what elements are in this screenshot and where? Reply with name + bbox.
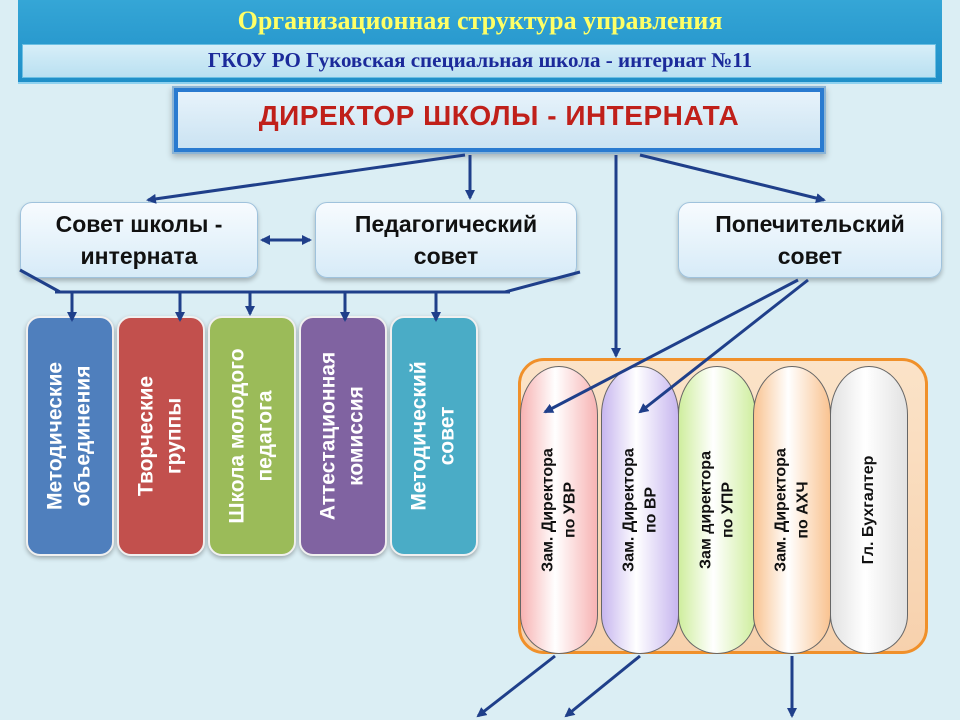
trustee-council-box: Попечительский совет [678,202,942,278]
pedagogical-council-line1: Педагогический [354,210,538,237]
pedagogical-council-line2: совет [413,243,479,269]
arrow-trustee-vr [638,278,809,414]
director-box [172,86,826,154]
school-council-box: Совет школы - интерната [20,202,258,278]
subtitle-box [22,44,936,78]
school-council-line2: интерната [80,243,198,269]
arrow-director-trustee [639,153,826,203]
arrow-director-school-council [146,153,466,204]
bracket-right [504,270,581,294]
page-title: Организационная структура управления [237,6,723,35]
bracket-left [19,268,61,294]
arrow-bottom-1 [476,654,556,718]
arrow-bottom-2 [564,654,641,718]
pedagogical-council-box: Педагогический совет [315,202,577,278]
director-label: ДИРЕКТОР ШКОЛЫ - ИНТЕРНАТА [258,100,740,131]
trustee-council-line2: совет [777,243,843,269]
deputy-card: Гл. Бухгалтер [830,366,908,654]
school-council-line1: Совет школы - [55,210,223,237]
page-subtitle: ГКОУ РО Гуковская специальная школа - ин… [207,48,753,72]
trustee-council-line1: Попечительский [715,210,905,237]
arrow-trustee-uvr [543,278,799,414]
